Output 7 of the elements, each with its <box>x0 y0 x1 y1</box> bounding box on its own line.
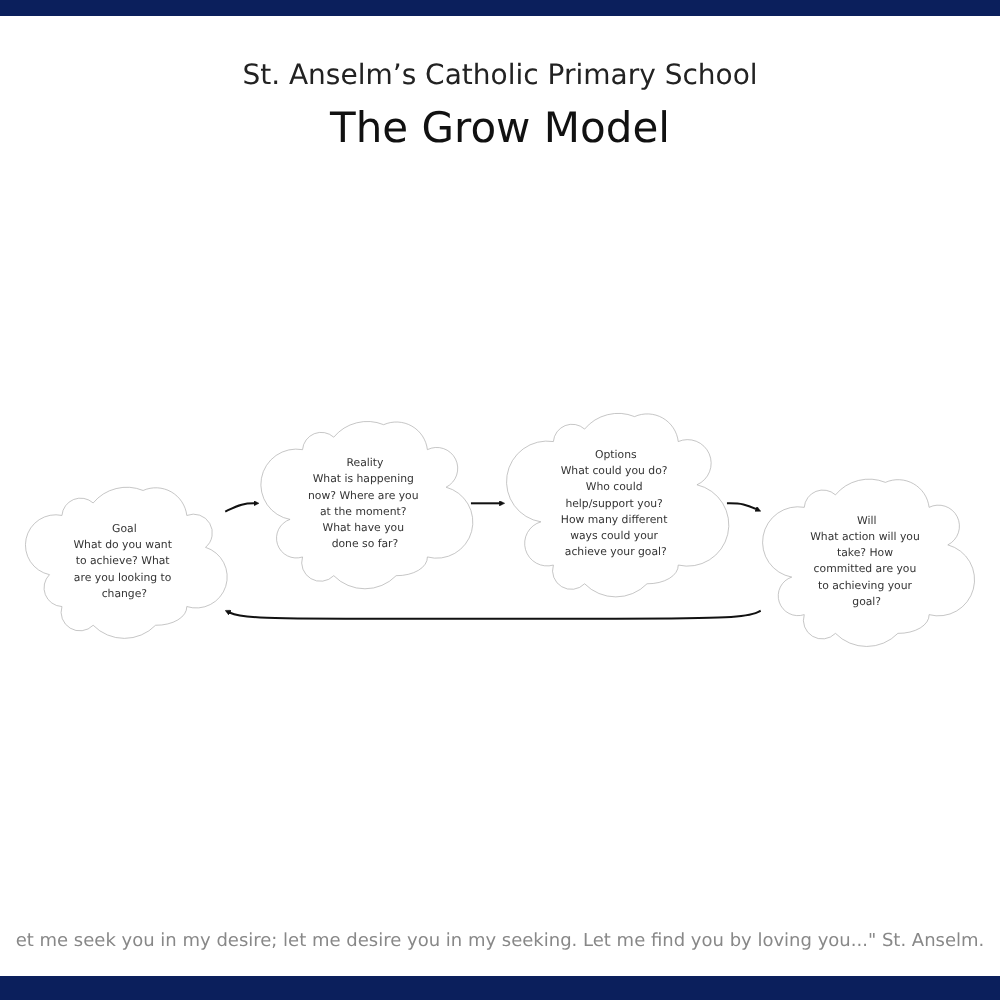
quote-text: et me seek you in my desire; let me desire you in my seeking. Let me find you by loving you..." St. Anselm. <box>13 932 987 952</box>
arrow <box>224 500 260 513</box>
title: The Grow Model <box>328 104 672 152</box>
arrow <box>224 609 762 620</box>
arrow <box>726 502 761 512</box>
school-name: St. Anselm’s Catholic Primary School <box>240 60 760 92</box>
arrow <box>470 500 505 507</box>
